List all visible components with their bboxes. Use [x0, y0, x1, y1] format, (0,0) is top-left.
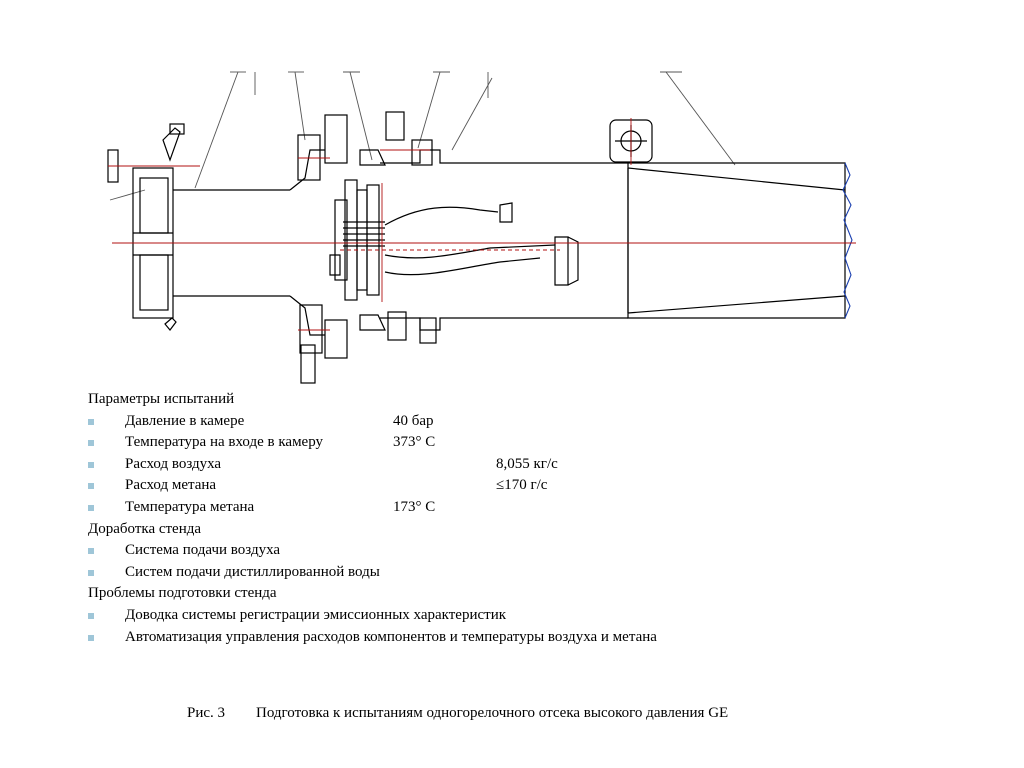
param-value: ≤170 г/с — [496, 477, 548, 494]
centre-lines — [108, 118, 856, 331]
test-description: Параметры испытаний Давление в камере 40… — [88, 389, 888, 648]
list-item-label: Систем подачи дистиллированной воды — [125, 563, 380, 580]
list-item-chamber-pressure: Давление в камере 40 бар — [88, 411, 888, 433]
param-value: 8,055 кг/с — [496, 455, 558, 472]
leader-lines — [109, 71, 736, 201]
section-heading-stand-problems: Проблемы подготовки стенда — [88, 585, 277, 602]
transition-piece — [384, 202, 579, 286]
param-value: 373° С — [393, 434, 436, 451]
combustor-casing — [380, 111, 628, 344]
list-item-emissions-system: Доводка системы регистрации эмиссионных … — [88, 605, 888, 627]
bullet-square-icon — [88, 461, 94, 468]
cut-edge — [842, 162, 853, 319]
param-label: Расход воздуха — [125, 455, 222, 472]
inlet-flange — [107, 123, 185, 331]
section-heading-test-parameters: Параметры испытаний — [88, 391, 235, 407]
list-item-label: Система подачи воздуха — [125, 542, 281, 559]
bullet-square-icon — [88, 634, 94, 641]
param-value: 40 бар — [393, 412, 434, 429]
list-item-label: Доводка системы регистрации эмиссионных … — [125, 606, 507, 623]
list-item-air-supply: Система подачи воздуха — [88, 540, 888, 562]
section-heading-stand-upgrade: Доработка стенда — [88, 520, 202, 537]
bullet-square-icon — [88, 569, 94, 576]
bullet-square-icon — [88, 504, 94, 511]
inlet-duct — [173, 134, 325, 384]
param-label: Температура на входе в камеру — [125, 434, 324, 451]
bullet-square-icon — [88, 612, 94, 619]
param-label: Температура метана — [125, 498, 255, 515]
list-item-methane-temperature: Температура метана 173° С — [88, 497, 888, 519]
figure-caption-text: Подготовка к испытаниям одногорелочного … — [256, 705, 729, 721]
figure-number: Рис. 3 — [187, 705, 226, 721]
bullet-square-icon — [88, 483, 94, 490]
list-item-methane-flow: Расход метана ≤170 г/с — [88, 475, 888, 497]
list-item-label: Автоматизация управления расходов компон… — [125, 628, 657, 645]
list-item-water-supply: Систем подачи дистиллированной воды — [88, 562, 888, 584]
list-item-air-flow: Расход воздуха 8,055 кг/с — [88, 454, 888, 476]
bullet-square-icon — [88, 548, 94, 555]
bullet-square-icon — [88, 418, 94, 425]
injector-body — [324, 114, 386, 359]
list-item-automation: Автоматизация управления расходов компон… — [88, 627, 888, 649]
combustor-cross-section-drawing — [107, 71, 856, 384]
param-label: Расход метана — [125, 477, 217, 494]
param-label: Давление в камере — [125, 412, 245, 429]
exit-cone — [627, 162, 846, 319]
bullet-square-icon — [88, 440, 94, 447]
list-item-inlet-temperature: Температура на входе в камеру 373° С — [88, 432, 888, 454]
param-value: 173° С — [393, 498, 436, 515]
